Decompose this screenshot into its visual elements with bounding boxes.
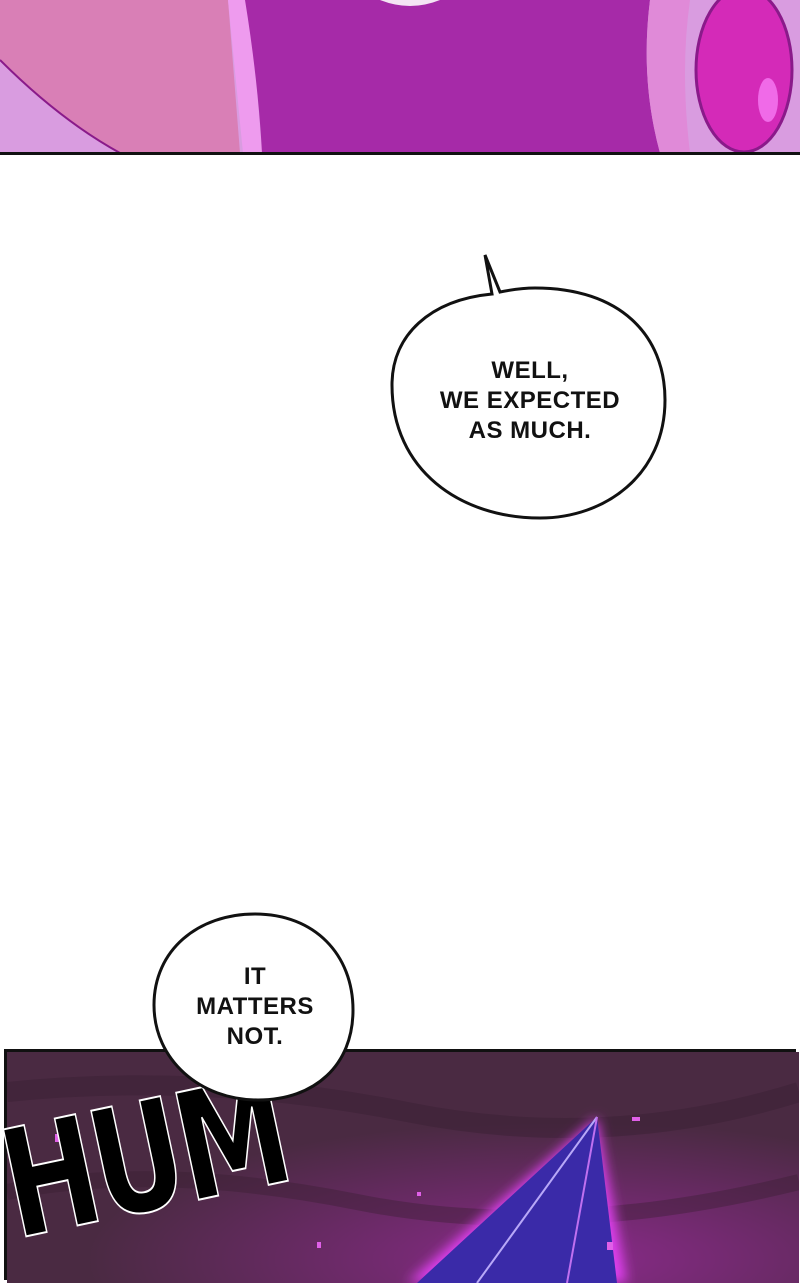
top-panel-art: [0, 0, 800, 155]
bottom-panel-art: HUM: [0, 1044, 800, 1284]
speech-bubble-well: WELL, WE EXPECTED AS MUCH.: [380, 250, 680, 530]
speech-line: WE EXPECTED: [439, 387, 621, 414]
speech-text: WELL, WE EXPECTED AS MUCH.: [420, 356, 640, 446]
speech-line: MATTERS: [196, 993, 314, 1020]
speech-line: WELL,: [491, 357, 569, 384]
speech-bubble-matters: IT MATTERS NOT.: [150, 910, 360, 1105]
speech-line: NOT.: [226, 1023, 284, 1050]
speech-line: IT: [243, 963, 267, 990]
speech-line: AS MUCH.: [468, 417, 592, 444]
speech-text: IT MATTERS NOT.: [170, 962, 340, 1052]
panel-border-top: [0, 152, 800, 155]
